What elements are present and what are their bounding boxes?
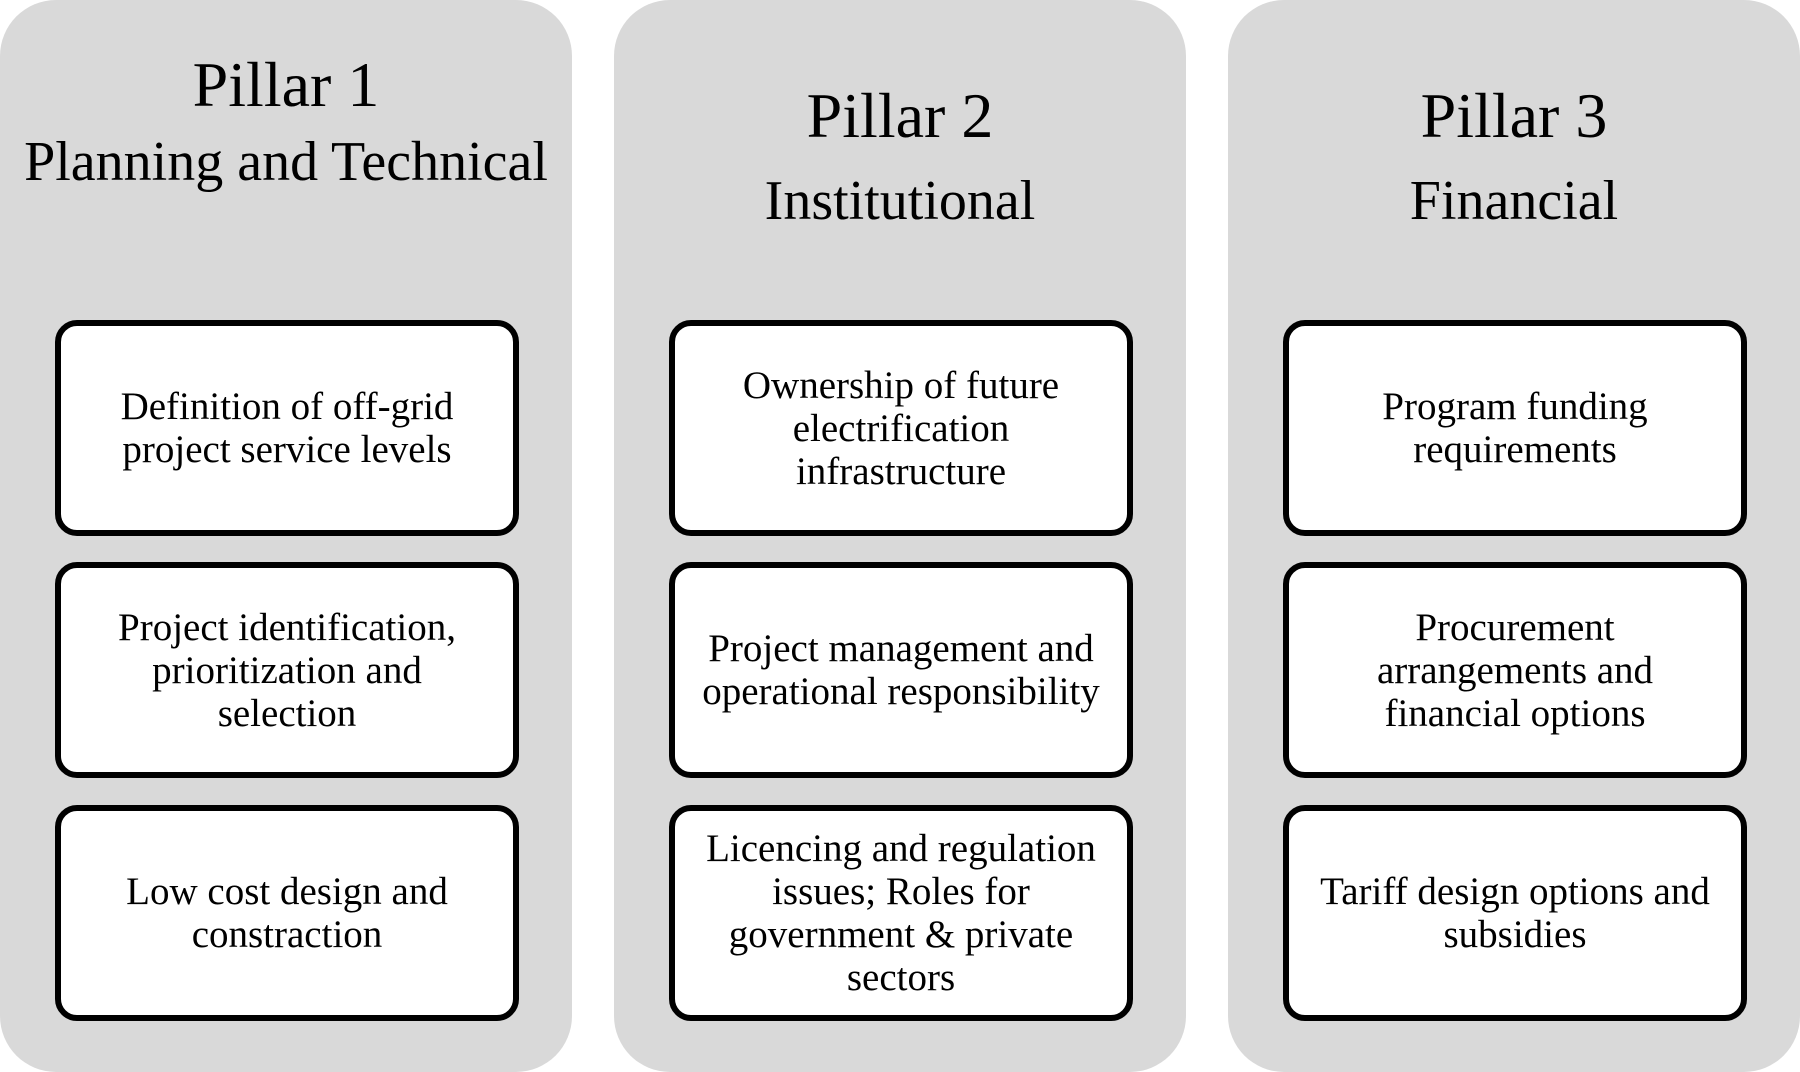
pillar-item-box: Program funding requirements	[1283, 320, 1747, 536]
pillar-item-box: Project management and operational respo…	[669, 562, 1133, 778]
pillar-item-text: Project identification, prioritization a…	[118, 605, 456, 735]
pillar-item-text: Program funding requirements	[1382, 385, 1648, 471]
pillar-1-column: Pillar 1 Planning and Technical Definiti…	[0, 0, 572, 1072]
pillar-header: Pillar 3 Financial	[1228, 80, 1800, 232]
pillar-item-text: Tariff design options and subsidies	[1320, 870, 1710, 956]
pillar-name: Planning and Technical	[24, 131, 548, 193]
pillar-item-text: Licencing and regulation issues; Roles f…	[706, 827, 1096, 999]
pillar-3-column: Pillar 3 Financial Program funding requi…	[1228, 0, 1800, 1072]
pillar-number: Pillar 1	[192, 49, 380, 120]
pillar-item-text: Low cost design and constraction	[126, 870, 448, 956]
pillar-number: Pillar 3	[1420, 80, 1608, 151]
pillar-number: Pillar 2	[806, 80, 994, 151]
pillar-item-box: Tariff design options and subsidies	[1283, 805, 1747, 1021]
pillar-item-box: Ownership of future electrification infr…	[669, 320, 1133, 536]
pillar-item-text: Definition of off-grid project service l…	[120, 385, 454, 471]
pillar-header: Pillar 1 Planning and Technical	[0, 49, 572, 193]
pillar-item-text: Ownership of future electrification infr…	[742, 363, 1060, 493]
pillar-item-text: Project management and operational respo…	[702, 627, 1100, 713]
pillar-item-box: Licencing and regulation issues; Roles f…	[669, 805, 1133, 1021]
pillar-item-text: Procurement arrangements and financial o…	[1376, 605, 1654, 735]
pillar-name: Financial	[1409, 170, 1619, 232]
pillar-item-box: Definition of off-grid project service l…	[55, 320, 519, 536]
pillar-item-box: Low cost design and constraction	[55, 805, 519, 1021]
pillar-name: Institutional	[764, 170, 1036, 232]
pillar-item-box: Project identification, prioritization a…	[55, 562, 519, 778]
pillar-2-column: Pillar 2 Institutional Ownership of futu…	[614, 0, 1186, 1072]
pillar-header: Pillar 2 Institutional	[614, 80, 1186, 232]
pillar-item-box: Procurement arrangements and financial o…	[1283, 562, 1747, 778]
